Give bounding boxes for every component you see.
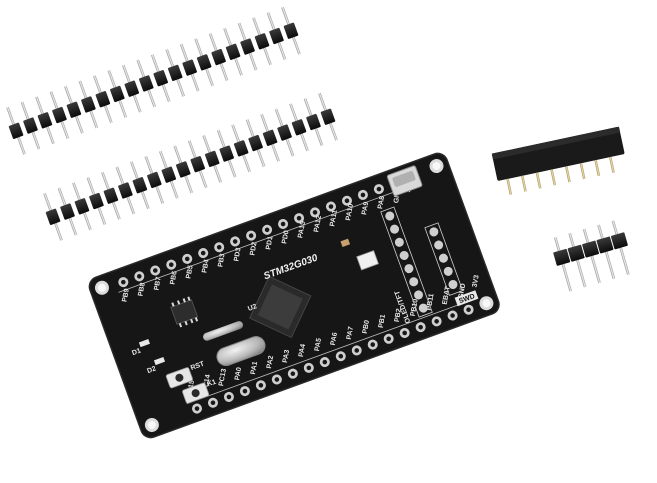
label-pb3: PB3 [217,253,226,268]
crystal-small [203,321,244,341]
label-pa7: PA7 [346,326,355,340]
label-gnd-top: GND [393,187,403,204]
label-d1: D1 [131,347,142,357]
label-pc14: PC14 [202,374,212,393]
label-3v3: 3V3 [472,274,481,288]
label-pa2: PA2 [266,355,275,369]
label-d2: D2 [146,365,157,375]
label-pa11: PA11 [329,209,339,227]
rst-button[interactable] [165,367,193,389]
label-pa4: PA4 [298,343,307,357]
mcu-chip [249,275,312,339]
label-pa8: PA8 [377,195,386,209]
crystal-large [216,336,266,367]
k1-button[interactable] [182,382,210,404]
label-pd1: PD1 [265,236,274,251]
small-male-header-5pin [553,220,630,292]
label-pb9: PB9 [121,288,130,303]
label-pb1: PB1 [378,314,387,329]
swd-header: SWD [424,222,479,307]
led-d1 [138,339,150,348]
female-header-8pin [491,126,625,195]
label-pa6: PA6 [330,332,339,346]
label-pb7: PB7 [153,276,162,291]
label-pb0: PB0 [362,320,371,335]
stm32-board: PB9 PB8 PB7 PB6 PB5 PB4 PB3 PD3 PD2 PD1 … [88,152,500,439]
label-pb8: PB8 [137,282,146,297]
label-rst: RST [190,360,206,372]
label-pa1: PA1 [250,361,259,375]
label-pd0: PD0 [281,230,290,245]
label-pb5: PB5 [185,265,194,280]
label-pb6: PB6 [169,270,178,285]
label-pd3: PD3 [233,247,242,262]
label-pb10: PB10 [410,298,420,317]
label-pa0: PA0 [234,367,243,381]
flash-ic [170,299,199,325]
label-pa5: PA5 [314,338,323,352]
label-pa12: PA12 [313,215,323,233]
label-pb4: PB4 [201,259,210,274]
label-pa9: PA9 [361,201,370,215]
bottom-pin-row [186,299,474,414]
label-pa3: PA3 [282,349,291,363]
micro-usb-connector [386,165,423,197]
label-pb2: PB2 [394,308,403,323]
led-d2 [153,356,166,366]
label-pd2: PD2 [249,241,258,256]
label-u2: U2 [247,303,258,313]
label-gnd-bottom: GND [458,283,468,300]
label-pa10: PA10 [345,203,355,221]
label-pc13: PC13 [218,368,228,387]
label-pa15: PA15 [297,221,307,239]
label-ebat: EBAT [442,285,452,305]
label-pb11: PB11 [426,293,436,311]
label-k1: K1 [206,379,217,389]
voltage-regulator [356,250,379,271]
male-header-strip-1 [2,5,305,157]
